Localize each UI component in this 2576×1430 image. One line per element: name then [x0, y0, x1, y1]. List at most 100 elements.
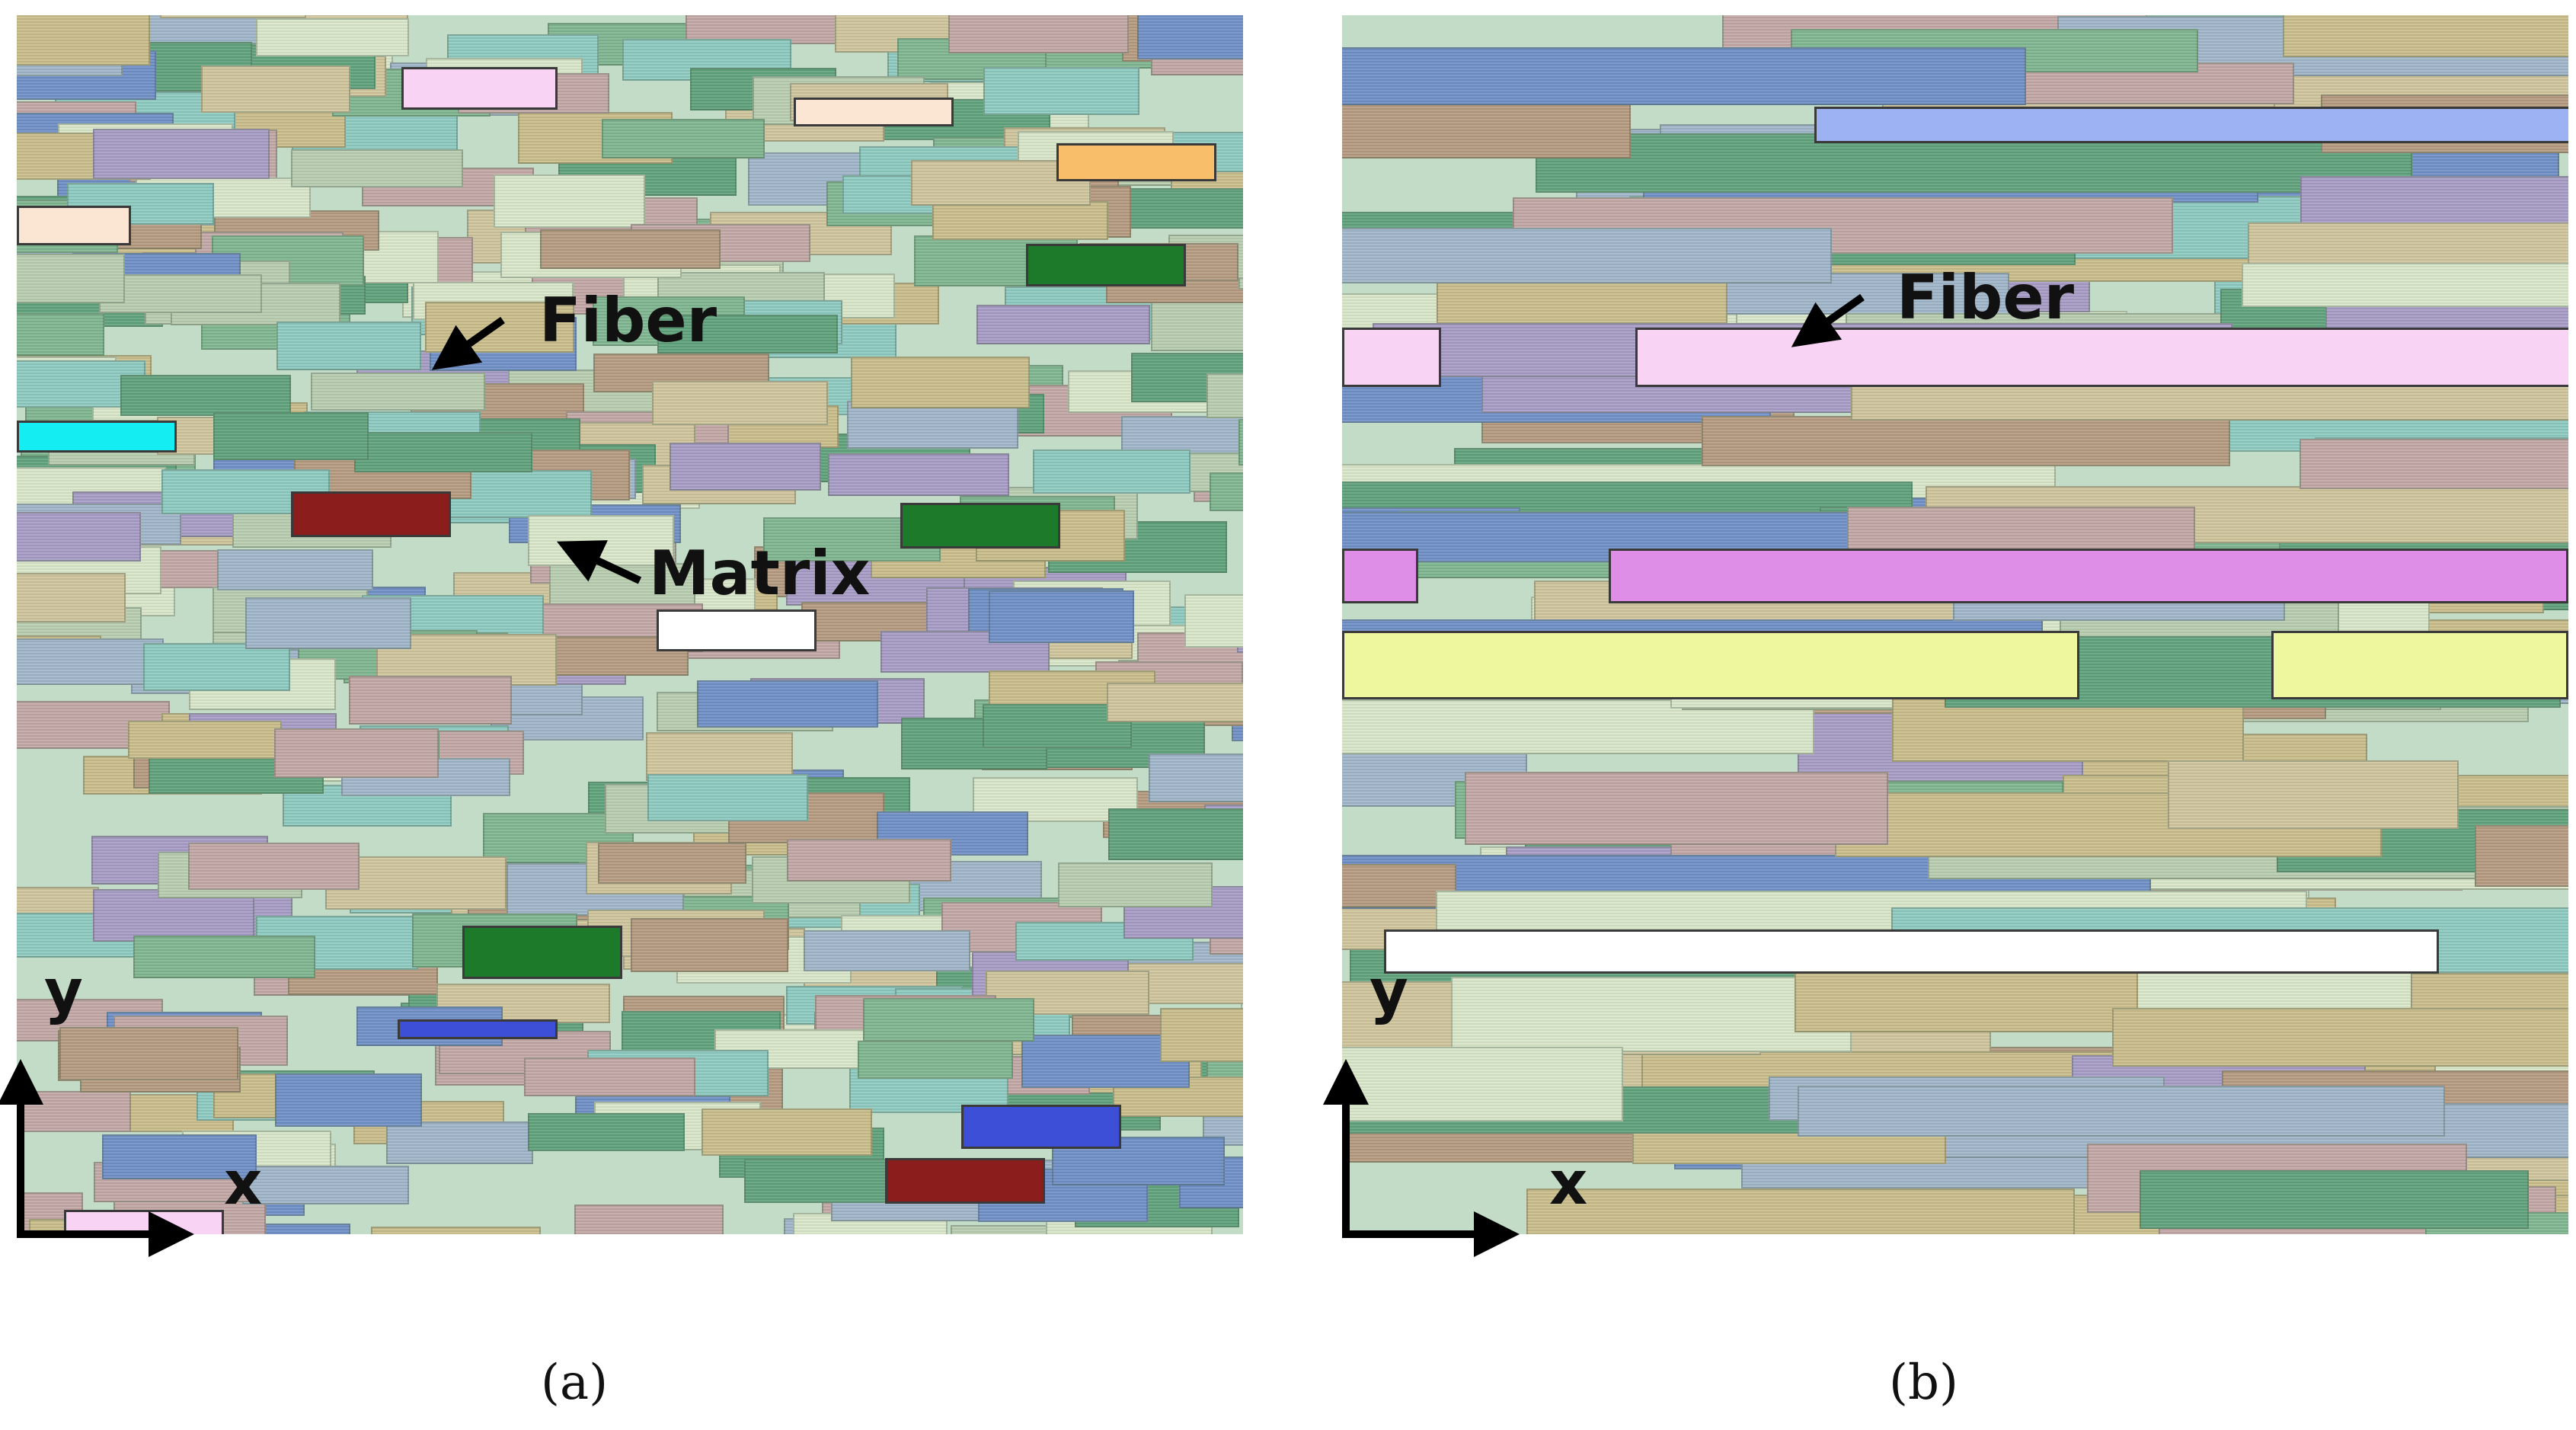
fiber	[1342, 1047, 1623, 1121]
fiber	[1108, 808, 1243, 860]
fiber	[2168, 760, 2459, 829]
fiber-highlight	[961, 1105, 1121, 1149]
fiber-highlight	[1342, 328, 1441, 387]
fiber	[1207, 373, 1243, 418]
fiber	[1149, 753, 1243, 802]
fiber	[1160, 1008, 1243, 1062]
fiber	[17, 913, 140, 958]
fiber	[1137, 15, 1243, 59]
fiber	[17, 638, 164, 685]
fiber	[540, 229, 721, 269]
fiber-highlight	[1635, 328, 2568, 387]
fiber-highlight	[1814, 107, 2568, 143]
fiber	[2283, 15, 2568, 57]
fiber	[858, 1041, 1013, 1079]
fiber	[276, 322, 421, 370]
fiber	[245, 597, 411, 649]
fiber	[646, 732, 793, 781]
fiber	[371, 1227, 541, 1234]
fiber	[2242, 263, 2568, 307]
fiber	[1210, 472, 1243, 511]
fiber-highlight	[1609, 549, 2568, 603]
fiber	[1151, 299, 1243, 351]
fiber	[201, 66, 350, 113]
fiber	[828, 453, 1009, 496]
fiber	[354, 432, 532, 472]
fiber	[1526, 1188, 2075, 1234]
fiber	[598, 843, 746, 884]
fiber	[17, 313, 104, 356]
fiber	[1795, 971, 2138, 1032]
fiber-highlight	[885, 1158, 1045, 1204]
fiber	[2112, 1008, 2568, 1067]
fiber	[1536, 133, 2412, 193]
fiber	[1184, 594, 1243, 648]
fiber	[1342, 47, 2026, 105]
fiber	[1847, 507, 2195, 552]
fiber	[657, 315, 838, 354]
fiber	[102, 1134, 257, 1179]
fiber	[349, 676, 512, 725]
fiber	[242, 1166, 409, 1204]
fiber	[213, 412, 369, 460]
fiber	[291, 149, 463, 187]
fiber-highlight	[1342, 549, 1418, 603]
fiber	[787, 839, 951, 881]
fiber	[647, 774, 808, 821]
fiber	[697, 680, 878, 728]
fiber	[983, 67, 1139, 115]
fiber-highlight	[900, 503, 1060, 549]
fiber	[17, 573, 126, 622]
fiber	[602, 119, 765, 158]
fiber-highlight	[291, 491, 451, 537]
fiber-highlight	[462, 926, 622, 979]
fiber-highlight	[1026, 244, 1186, 286]
panel-b-microstructure	[1342, 15, 2568, 1234]
fiber	[574, 1204, 724, 1234]
fiber-highlight	[657, 609, 817, 651]
fiber	[1451, 977, 1852, 1052]
fiber	[911, 160, 1091, 206]
fiber	[188, 843, 360, 890]
fiber	[804, 930, 970, 971]
fiber	[1238, 419, 1243, 465]
fiber	[847, 401, 1018, 449]
fiber	[932, 201, 1108, 240]
fiber	[17, 1091, 131, 1132]
fiber	[128, 721, 282, 759]
fiber	[528, 1113, 685, 1151]
fiber-highlight	[64, 1210, 224, 1234]
fiber	[631, 918, 788, 972]
fiber	[2475, 825, 2568, 887]
fiber	[1058, 862, 1213, 907]
fiber-highlight	[401, 67, 558, 110]
fiber	[1033, 449, 1191, 494]
fiber	[2300, 439, 2568, 489]
fiber	[1702, 416, 2230, 466]
fiber	[1437, 277, 1727, 324]
fiber-highlight	[2271, 631, 2568, 699]
fiber	[59, 1027, 238, 1080]
fiber	[425, 302, 574, 353]
fiber	[877, 811, 1028, 856]
fiber	[2300, 176, 2568, 230]
fiber	[256, 18, 409, 56]
fiber	[275, 1073, 422, 1127]
fiber	[386, 1121, 533, 1164]
panel-a-microstructure	[17, 15, 1243, 1234]
fiber	[1107, 683, 1243, 722]
fiber	[1465, 772, 1888, 845]
fiber	[133, 936, 315, 978]
fiber	[976, 305, 1150, 344]
fiber	[986, 971, 1149, 1015]
fiber	[160, 15, 306, 18]
fiber-highlight	[17, 206, 131, 245]
fiber-highlight	[1342, 631, 2079, 699]
fiber	[93, 129, 270, 179]
fiber	[744, 1159, 898, 1203]
fiber	[948, 15, 1129, 53]
fiber-highlight	[794, 98, 954, 126]
fiber	[274, 728, 439, 778]
fiber-highlight	[1384, 929, 2439, 974]
fiber	[1117, 188, 1243, 229]
